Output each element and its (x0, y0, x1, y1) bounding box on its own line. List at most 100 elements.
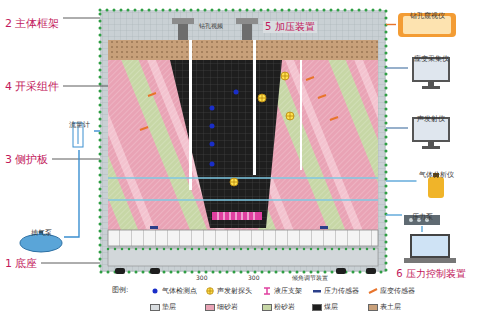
laptop-screen (412, 236, 448, 256)
coal-seam (170, 60, 282, 228)
legend-swatch (262, 304, 272, 311)
connector-line (386, 67, 408, 68)
legend-text: 煤层 (324, 303, 338, 311)
legend-item: 应变传感器 (368, 287, 415, 295)
bottle-icon (428, 177, 444, 198)
legend-item: 表土层 (368, 303, 401, 311)
device-note: 钻孔视频 (199, 22, 223, 29)
node-label: 应变采集仪 (414, 55, 449, 63)
legend-item: 垫层 (150, 303, 176, 311)
monitor-base (422, 146, 440, 149)
legend-text: 粉砂岩 (274, 303, 295, 311)
support-legs (218, 212, 254, 220)
hydraulic-support (212, 212, 262, 220)
legend-swatch (150, 304, 160, 311)
connector-line (386, 180, 417, 181)
part-label: 1 底座 (5, 257, 38, 270)
node-label: 压力泵 (412, 213, 433, 221)
strata-hatch (108, 60, 378, 230)
monitor-stand (428, 82, 434, 86)
legend-sample (312, 287, 322, 295)
leader-lines (41, 18, 108, 263)
base-plate (108, 248, 378, 266)
pressure-pump: 压力泵 (402, 204, 442, 226)
connector-line (386, 214, 402, 215)
connector-line (386, 24, 396, 25)
gas-points (210, 90, 239, 167)
floor-cells (108, 230, 378, 246)
legend-item: 压力传感器 (312, 287, 359, 295)
frame-dots (100, 10, 386, 272)
legend-text: 垫层 (162, 303, 176, 311)
legend-item: 煤层 (312, 303, 338, 311)
flowmeter: 流量计 (64, 112, 94, 150)
node-label: 2 主体框架 (5, 17, 60, 30)
laptop-base (404, 258, 456, 263)
node-label: 气体分析仪 (419, 171, 454, 179)
borehole (300, 60, 302, 170)
legend-text: 声发射探头 (217, 287, 252, 295)
piston-head (172, 18, 194, 24)
main-frame: 2 主体框架 (100, 10, 386, 272)
legend-item: 气体检测点 (150, 287, 197, 295)
part-label: 5 加压装置 (263, 21, 317, 33)
legend-swatch (205, 304, 215, 311)
dimension: 300 (248, 274, 259, 281)
connector-line (94, 130, 100, 131)
topsoil-layer (108, 40, 378, 60)
piston-rod (242, 24, 252, 40)
node-label: 流量计 (69, 121, 90, 129)
pressure-controller: 6 压力控制装置 (390, 232, 472, 276)
dimension: 300 (196, 274, 207, 281)
legend-text: 表土层 (380, 303, 401, 311)
legend-sample (368, 287, 378, 295)
gas-tube (108, 199, 378, 201)
base-dots (108, 248, 378, 251)
legend-sample (150, 287, 160, 295)
gas-tube (108, 177, 378, 179)
device-note: 倾角调节装置 (292, 274, 328, 281)
legend-swatch (312, 304, 322, 311)
legend-text: 应变传感器 (380, 287, 415, 295)
tablet-icon (398, 13, 456, 37)
connector-line (386, 127, 408, 128)
legend-text: 细砂岩 (217, 303, 238, 311)
frame-ground (100, 10, 386, 272)
legend-item: 细砂岩 (205, 303, 238, 311)
gas-analyzer: 气体分析仪 (417, 162, 456, 200)
legend-sample (262, 287, 272, 295)
borehole-camera: 钻孔窥视仪 (396, 3, 458, 39)
frame-feet (115, 268, 376, 274)
legend-text: 液压支架 (274, 287, 302, 295)
monitor-stand (428, 142, 434, 146)
strata-bands (108, 60, 378, 230)
legend-heading: 图例: (112, 286, 128, 294)
node-label: 抽气泵 (31, 229, 52, 237)
legend-text: 气体检测点 (162, 287, 197, 295)
strain-recorder: 应变采集仪 (408, 46, 454, 90)
legend-item: 声发射探头 (205, 287, 252, 295)
laptop-lid (410, 234, 450, 258)
legend-sample (205, 287, 215, 295)
borehole (253, 40, 256, 175)
node-label: 6 压力控制装置 (396, 268, 466, 280)
ae-probes (230, 72, 294, 186)
part-label: 4 开采组件 (5, 80, 60, 93)
borehole (189, 40, 192, 190)
piston-rod (178, 24, 188, 40)
node-label: 声发射仪 (417, 115, 445, 123)
ae-probe-cross (230, 72, 294, 186)
legend-swatch (368, 304, 378, 311)
monitor-base (422, 86, 440, 89)
legend-item: 粉砂岩 (262, 303, 295, 311)
strain-sensors (140, 77, 338, 130)
legend-text: 压力传感器 (324, 287, 359, 295)
air-pump: 抽气泵 (18, 220, 64, 254)
connector-line (64, 150, 79, 237)
pressure-sensors (150, 226, 328, 229)
acoustic-recorder: 声发射仪 (408, 106, 454, 150)
node-label: 钻孔窥视仪 (410, 12, 445, 20)
part-label: 3 侧护板 (5, 153, 49, 166)
